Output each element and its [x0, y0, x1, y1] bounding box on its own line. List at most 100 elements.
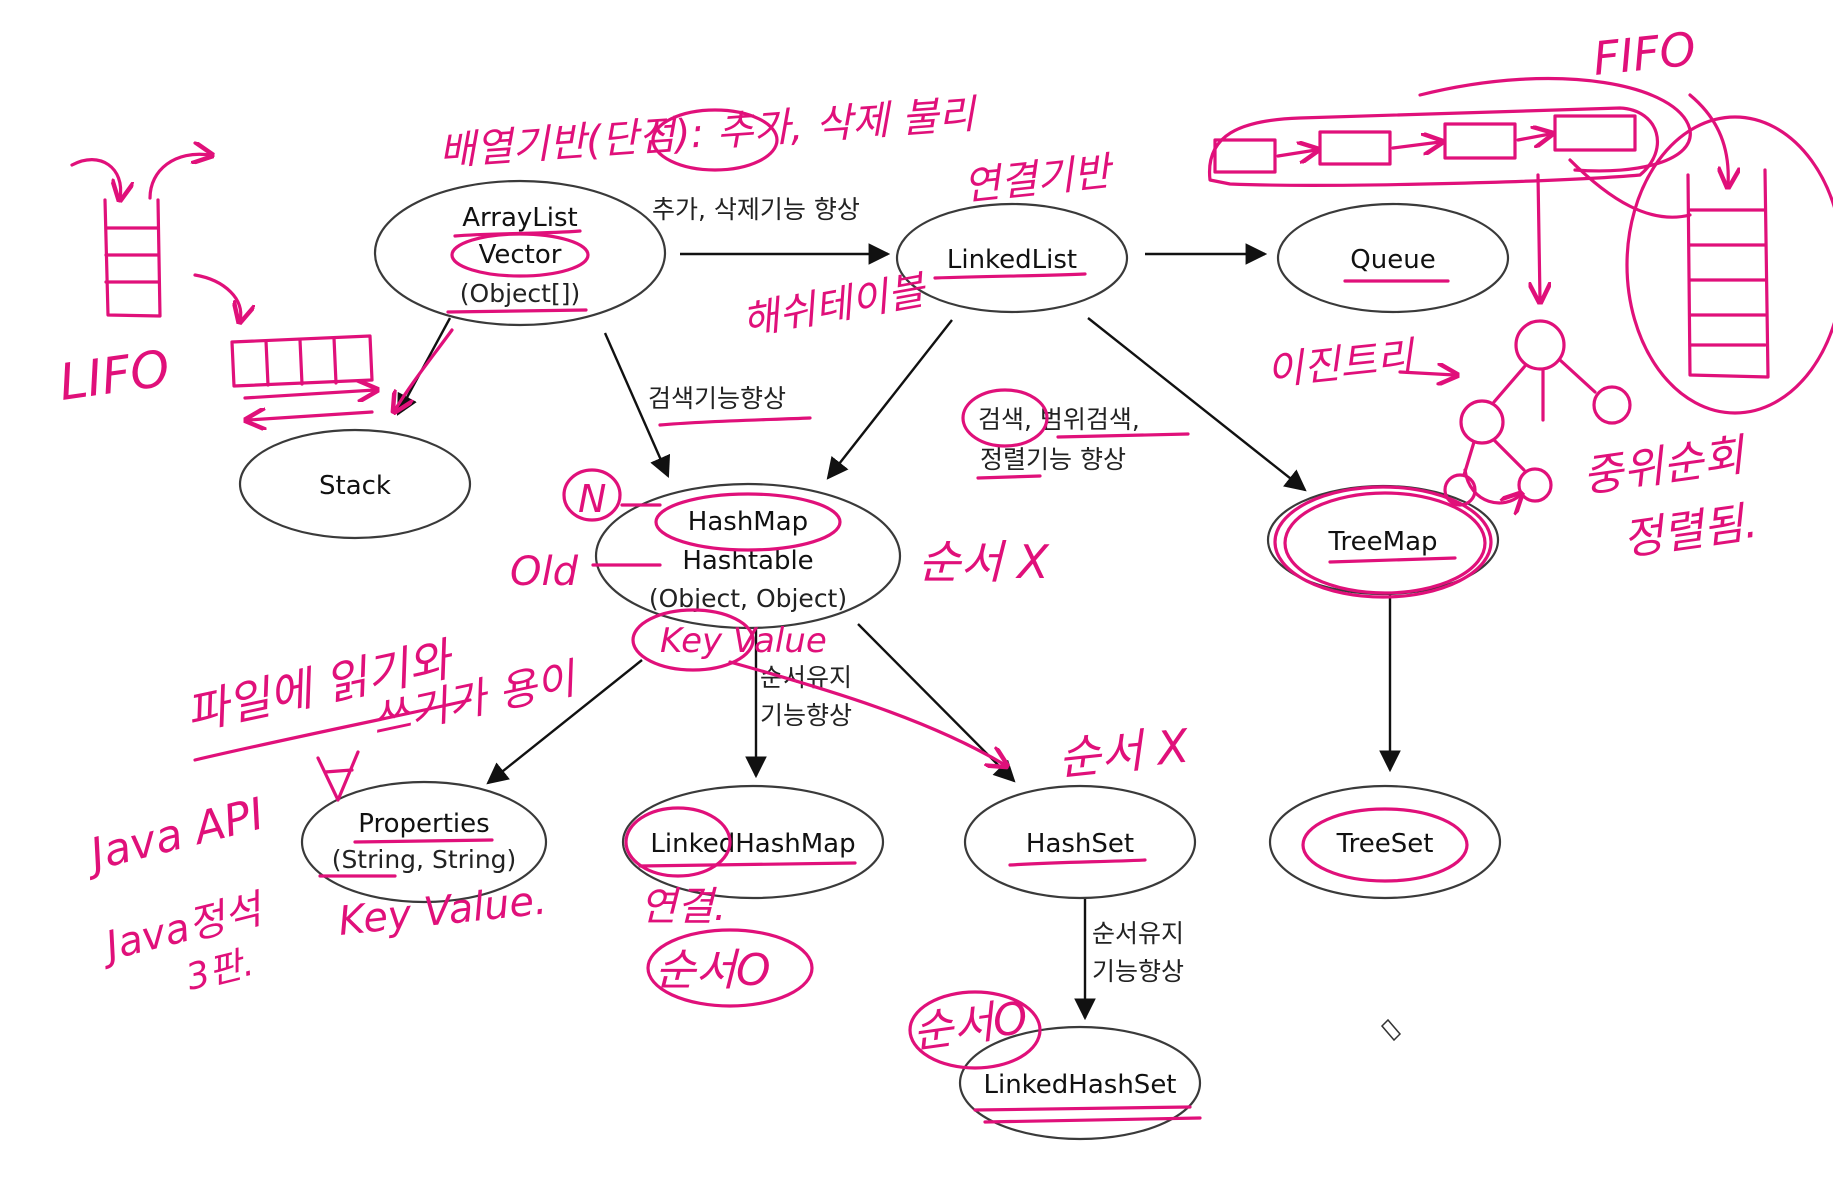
- node-linkedlist-label: LinkedList: [947, 245, 1077, 275]
- ink-queue-arrow-1: [1276, 150, 1316, 156]
- edge-label-set-order-2: 기능향상: [1092, 957, 1184, 986]
- node-stack: Stack: [238, 428, 472, 540]
- node-arraylist: ArrayList Vector (Object[]): [373, 179, 667, 327]
- node-object-object-label: (Object, Object): [649, 584, 847, 613]
- note-hash-table: 해쉬테이블: [739, 267, 931, 345]
- ink-fifo-curve: [1418, 76, 1692, 173]
- edge-label-search-range: 검색, 범위검색,: [978, 405, 1140, 434]
- ink-stack-right-frame: [1686, 168, 1770, 379]
- note-old: Old: [510, 549, 579, 595]
- ink-lifo-curve: [193, 273, 241, 320]
- edge-linkedlist-hashmap: [826, 319, 953, 480]
- node-string-string-label: (String, String): [332, 845, 517, 874]
- ink-circle-new: [562, 468, 622, 522]
- node-stack-label: Stack: [319, 471, 391, 501]
- ink-arrow-to-stack: [395, 328, 454, 410]
- ink-circle-search: [961, 388, 1049, 448]
- ink-tree-left-right: [1517, 467, 1553, 503]
- ink-file-rw-underline: [193, 698, 472, 762]
- node-linkedhashmap-shape: [621, 784, 885, 900]
- ink-circle-treemap-1: [1283, 491, 1487, 595]
- edge-label-add-delete: 추가, 삭제기능 향상: [652, 195, 860, 224]
- ink-queue-cell-4: [1553, 114, 1637, 152]
- edge-linkedlist-treemap: [1087, 317, 1307, 492]
- node-queue-label: Queue: [1350, 245, 1435, 275]
- ink-horizontal-stack-rung-1: [264, 339, 270, 387]
- node-linkedhashmap-label: LinkedHashMap: [650, 829, 855, 859]
- ink-queue-cell-3: [1443, 122, 1517, 160]
- ink-underline-object-array: [446, 308, 588, 314]
- ink-queue-cell-2: [1318, 130, 1392, 166]
- ink-underline-range-search: [1056, 432, 1190, 439]
- ink-tree-root: [1514, 319, 1566, 371]
- node-stack-shape: [238, 428, 472, 540]
- edge-hashmap-properties: [486, 659, 643, 785]
- note-lifo: LIFO: [56, 339, 174, 412]
- ink-underline-linkedhashset-1: [973, 1105, 1192, 1112]
- ink-circle-stack-right: [1625, 115, 1833, 415]
- note-java-book-edition: 3판.: [182, 943, 257, 999]
- note-order-x-hashset: 순서 X: [1056, 718, 1193, 786]
- ink-queue-cell-1: [1213, 138, 1277, 174]
- ink-hashmap-to-hashset-curve: [728, 660, 1005, 765]
- ink-annotations: 배열기반(단점): 추가, 삭제 불리 연결기반 FIFO: [56, 22, 1833, 1124]
- note-sorted: 정렬됨.: [1619, 497, 1760, 566]
- node-treemap: TreeMap: [1266, 484, 1500, 596]
- node-treeset-label: TreeSet: [1336, 829, 1434, 859]
- ink-check-mark: [316, 750, 360, 802]
- edge-label-order-keep-2: 기능향상: [760, 701, 852, 730]
- ink-binary-tree-arrow: [1398, 372, 1455, 375]
- ink-horizontal-stack-arrow-right: [243, 390, 375, 398]
- node-linkedhashset-shape: [958, 1025, 1202, 1141]
- ink-tree-traverse-curve: [1463, 468, 1520, 503]
- ink-fifo-arrow-down: [1688, 93, 1728, 185]
- ink-underline-hashset: [1008, 858, 1147, 867]
- node-linkedhashmap: LinkedHashMap: [621, 784, 885, 900]
- ink-circle-order-o-lhm: [646, 928, 814, 1008]
- node-hashset-label: HashSet: [1026, 829, 1134, 859]
- ink-circle-vector: [450, 232, 590, 278]
- node-vector-label: Vector: [479, 240, 562, 270]
- edge-label-set-order-1: 순서유지: [1092, 919, 1184, 948]
- ink-circle-order-o-lhs: [908, 990, 1042, 1070]
- ink-queue-arrow-3: [1516, 134, 1550, 140]
- node-arraylist-shape: [373, 179, 667, 327]
- ink-stack-left-in-arrow: [70, 158, 121, 198]
- note-java-api: Java API: [78, 788, 269, 882]
- note-binary-tree: 이진트리: [1264, 333, 1418, 394]
- ink-horizontal-stack-rung-3: [332, 336, 338, 385]
- ink-tree-edge-4: [1492, 438, 1526, 472]
- edge-labels: 추가, 삭제기능 향상 검색기능향상 검색, 범위검색, 정렬기능 향상 순서유…: [648, 195, 1184, 986]
- node-linkedhashset: LinkedHashSet: [958, 1025, 1202, 1141]
- note-linked: 연결.: [640, 884, 726, 930]
- ink-underline-properties: [353, 838, 494, 844]
- ink-circle-disadvantage: [651, 108, 779, 172]
- note-linked-based: 연결기반: [961, 148, 1116, 210]
- ink-tree-right: [1592, 385, 1632, 425]
- ink-queue-arrow-2: [1391, 142, 1440, 148]
- edge-label-search: 검색기능향상: [648, 384, 786, 413]
- node-object-array-label: (Object[]): [460, 279, 580, 308]
- edge-label-order-keep-1: 순서유지: [760, 663, 852, 692]
- edge-label-sort: 정렬기능 향상: [980, 445, 1126, 474]
- ink-underline-sort: [976, 474, 1042, 480]
- ink-stack-left-out-arrow: [148, 154, 210, 200]
- node-arraylist-label: ArrayList: [462, 203, 577, 233]
- note-array-based: 배열기반(단점): 추가, 삭제 불리: [437, 91, 979, 175]
- node-queue: Queue: [1276, 202, 1510, 314]
- ink-circle-key: [631, 608, 755, 672]
- ink-horizontal-stack-rung-2: [298, 338, 304, 386]
- ink-queue-to-tree-arrow: [1538, 173, 1540, 300]
- ink-tree-left: [1459, 399, 1505, 445]
- node-properties-label: Properties: [358, 809, 489, 839]
- node-linkedlist-shape: [895, 202, 1129, 314]
- note-inorder: 중위순회: [1579, 429, 1750, 503]
- node-linkedhashset-label: LinkedHashSet: [983, 1070, 1176, 1100]
- ink-fifo-queue-box: [1207, 106, 1659, 187]
- note-new: N: [578, 477, 606, 521]
- ink-stack-right-curve: [1568, 158, 1692, 219]
- ink-circle-linked: [624, 806, 732, 878]
- ink-underline-linkedhashset-2: [983, 1116, 1202, 1124]
